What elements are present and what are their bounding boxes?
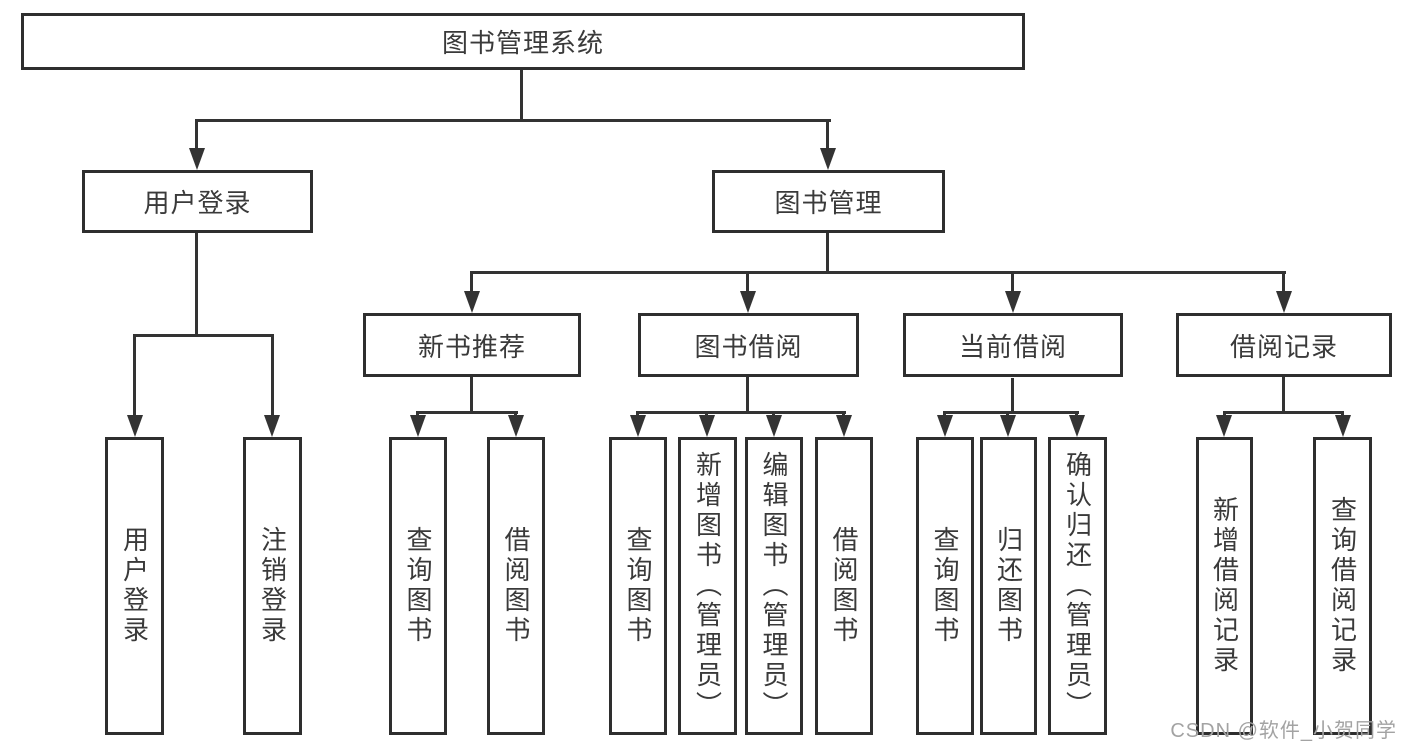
leaf-edit-book-admin: 编辑图书（管理员） xyxy=(745,437,803,735)
node-new-book-recommendation: 新书推荐 xyxy=(363,313,581,377)
connector-vline xyxy=(636,411,639,417)
node-label: 图书管理系统 xyxy=(441,28,604,58)
node-book-borrowing: 图书借阅 xyxy=(638,313,859,377)
node-label: 用户登录 xyxy=(143,188,252,218)
arrowhead-down-icon xyxy=(836,415,852,437)
leaf-label: 借阅图书 xyxy=(501,526,531,646)
arrowhead-down-icon xyxy=(740,291,756,313)
node-label: 图书借阅 xyxy=(694,331,803,362)
leaf-label: 查询图书 xyxy=(930,526,960,646)
node-label: 图书管理 xyxy=(774,188,883,218)
leaf-confirm-return-admin: 确认归还（管理员） xyxy=(1048,437,1107,735)
leaf-return-books: 归还图书 xyxy=(980,437,1037,735)
connector-level2-rail xyxy=(195,119,831,122)
connector-vline xyxy=(746,271,749,291)
node-current-borrowing: 当前借阅 xyxy=(903,313,1123,377)
arrowhead-down-icon xyxy=(1069,415,1085,437)
node-borrowing-records: 借阅记录 xyxy=(1176,313,1392,377)
connector-group-stem xyxy=(1282,377,1285,414)
connector-vline xyxy=(416,411,419,417)
connector-group-rail xyxy=(1223,411,1344,414)
arrowhead-down-icon xyxy=(766,415,782,437)
arrowhead-down-icon xyxy=(1005,291,1021,313)
arrowhead-down-icon xyxy=(127,415,143,437)
connector-level3-rail xyxy=(470,271,1286,274)
connector-vline xyxy=(470,271,473,291)
connector-group-rail xyxy=(636,411,846,414)
arrowhead-down-icon xyxy=(410,415,426,437)
leaf-label: 查询借阅记录 xyxy=(1327,496,1358,676)
node-label: 当前借阅 xyxy=(958,331,1067,362)
arrowhead-down-icon xyxy=(1216,415,1232,437)
connector-vline xyxy=(842,411,845,417)
connector-group-rail xyxy=(943,411,1079,414)
leaf-query-borrow-record: 查询借阅记录 xyxy=(1313,437,1372,735)
arrowhead-down-icon xyxy=(189,148,205,170)
connector-vline xyxy=(514,411,517,417)
arrowhead-down-icon xyxy=(699,415,715,437)
connector-vline xyxy=(1223,411,1226,417)
connector-root-stem xyxy=(520,70,523,121)
arrowhead-down-icon xyxy=(264,415,280,437)
leaf-query-books-current: 查询图书 xyxy=(916,437,974,735)
arrowhead-down-icon xyxy=(1276,291,1292,313)
node-user-login: 用户登录 xyxy=(82,170,313,233)
leaf-label: 注销登录 xyxy=(257,526,288,646)
arrowhead-down-icon xyxy=(508,415,524,437)
leaf-label: 新增借阅记录 xyxy=(1209,496,1240,676)
node-book-management: 图书管理 xyxy=(712,170,945,233)
connector-vline xyxy=(705,411,708,417)
leaf-label: 用户登录 xyxy=(119,526,150,646)
watermark-text: CSDN @软件_小贺同学 xyxy=(1170,720,1397,742)
leaf-add-borrow-record: 新增借阅记录 xyxy=(1196,437,1253,735)
leaf-label: 编辑图书（管理员） xyxy=(759,451,789,721)
connector-vline xyxy=(195,119,198,148)
leaf-label: 新增图书（管理员） xyxy=(692,451,723,721)
leaf-label: 借阅图书 xyxy=(829,526,859,646)
leaf-logout-login: 注销登录 xyxy=(243,437,302,735)
connector-vline xyxy=(1075,411,1078,417)
leaf-label: 归还图书 xyxy=(993,526,1024,646)
leaf-user-login: 用户登录 xyxy=(105,437,164,735)
arrowhead-down-icon xyxy=(1000,415,1016,437)
node-label: 借阅记录 xyxy=(1229,331,1338,362)
leaf-label: 查询图书 xyxy=(403,526,433,646)
connector-vline xyxy=(1011,271,1014,291)
leaf-label: 确认归还（管理员） xyxy=(1062,451,1093,721)
leaf-query-books-recommend: 查询图书 xyxy=(389,437,447,735)
connector-login-rail xyxy=(133,334,274,337)
connector-vline xyxy=(271,334,274,415)
connector-vline xyxy=(826,119,829,148)
leaf-label: 查询图书 xyxy=(623,526,653,646)
node-label: 新书推荐 xyxy=(417,331,526,362)
leaf-query-books-borrowing: 查询图书 xyxy=(609,437,667,735)
leaf-add-book-admin: 新增图书（管理员） xyxy=(678,437,737,735)
connector-management-stem xyxy=(826,233,829,274)
connector-vline xyxy=(133,334,136,415)
connector-group-stem xyxy=(470,377,473,414)
connector-group-stem xyxy=(1011,378,1014,414)
connector-vline xyxy=(1341,411,1344,417)
connector-vline xyxy=(1282,271,1285,291)
connector-login-stem xyxy=(195,233,198,336)
arrowhead-down-icon xyxy=(464,291,480,313)
arrowhead-down-icon xyxy=(1335,415,1351,437)
leaf-borrow-books-borrowing: 借阅图书 xyxy=(815,437,873,735)
connector-vline xyxy=(772,411,775,417)
connector-group-stem xyxy=(746,377,749,414)
arrowhead-down-icon xyxy=(820,148,836,170)
node-library-management-system: 图书管理系统 xyxy=(21,13,1025,70)
arrowhead-down-icon xyxy=(937,415,953,437)
connector-vline xyxy=(943,411,946,417)
arrowhead-down-icon xyxy=(630,415,646,437)
leaf-borrow-books-recommend: 借阅图书 xyxy=(487,437,545,735)
connector-vline xyxy=(1006,411,1009,417)
connector-group-rail xyxy=(416,411,518,414)
